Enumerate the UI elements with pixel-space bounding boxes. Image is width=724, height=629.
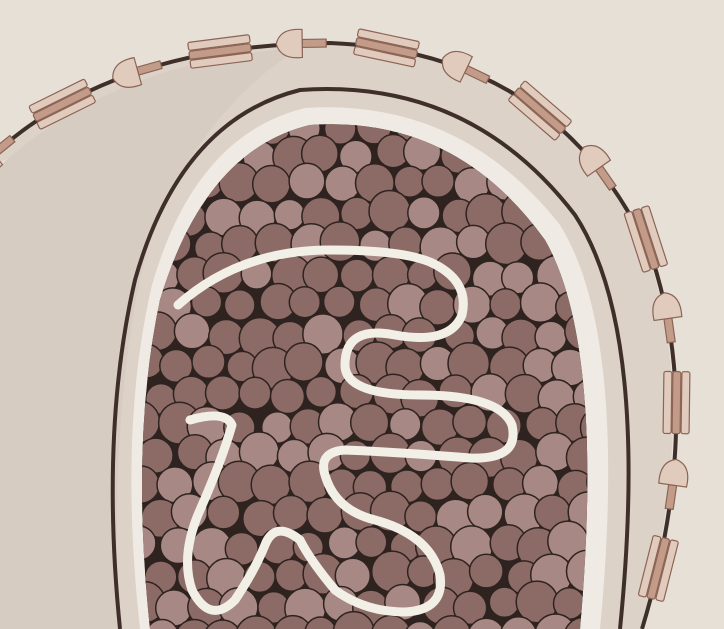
- granule: [289, 287, 320, 318]
- granule: [453, 405, 487, 439]
- granule: [408, 197, 440, 229]
- granule: [289, 163, 325, 199]
- granule: [490, 289, 521, 320]
- granule: [457, 225, 490, 258]
- granule: [470, 554, 504, 588]
- granule: [206, 376, 240, 410]
- granule: [271, 380, 305, 414]
- granule: [320, 222, 360, 262]
- granule: [207, 496, 240, 529]
- granule: [421, 468, 454, 501]
- granule: [324, 286, 355, 317]
- granule: [422, 165, 454, 197]
- granule: [306, 376, 337, 407]
- granule: [192, 345, 225, 378]
- granule: [340, 441, 370, 471]
- granule: [274, 496, 309, 531]
- granule: [224, 290, 255, 321]
- granule: [468, 494, 503, 529]
- granule: [521, 283, 560, 322]
- granule: [253, 166, 290, 203]
- granule: [174, 313, 209, 348]
- granule: [369, 191, 411, 233]
- granule: [239, 377, 271, 409]
- granule: [489, 587, 519, 617]
- neuraminidase-spike: [663, 371, 690, 433]
- granule: [285, 343, 323, 381]
